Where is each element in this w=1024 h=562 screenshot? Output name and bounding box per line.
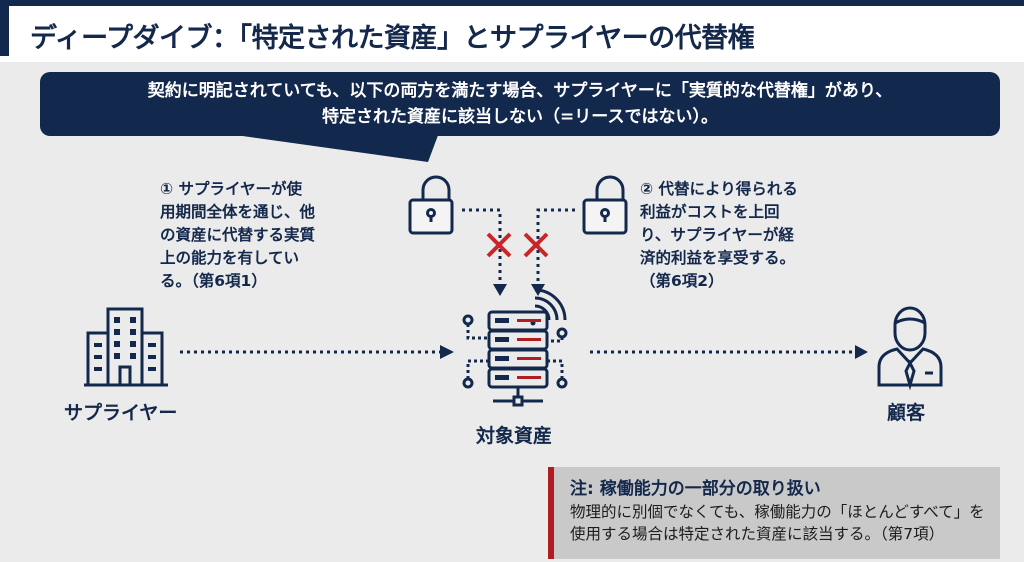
dotted-line-left-lock [462,208,502,285]
top-bar [0,0,1024,6]
callout-line-2: 特定された資産に該当しない（=リースではない）。 [322,107,718,127]
header: ディープダイブ：「特定された資産」とサプライヤーの代替権 [0,6,1024,62]
server-icon [462,288,568,407]
asset-label: 対象資産 [476,425,553,447]
lock-icon-right [582,175,628,235]
condition-2: ② 代替により得られる利益がコストを上回り、サプライヤーが経済的利益を享受する。… [640,180,798,290]
header-accent [0,6,9,56]
customer-person-icon [877,306,943,391]
condition-1: ① サプライヤーが使用期間全体を通じ、他の資産に代替する実質上の能力を有している… [160,180,316,290]
cross-icon-right [523,232,549,258]
arrowhead-left-lock [493,284,507,296]
arrowhead-to-customer [855,345,868,359]
supplier-label: サプライヤー [64,402,178,424]
cross-icon-left [486,232,512,258]
customer-label: 顧客 [887,402,926,424]
note-box: 注: 稼働能力の一部分の取り扱い 物理的に別個でなくても、稼働能力の「ほとんどす… [548,467,1000,559]
lock-icon-left [408,175,454,235]
dotted-line-right-lock [536,208,575,285]
arrowhead-to-asset [440,345,454,359]
callout-box: 契約に明記されていても、以下の両方を満たす場合、サプライヤーに「実質的な代替権」… [40,72,1000,136]
building-icon [84,307,168,387]
note-title: 注: 稼働能力の一部分の取り扱い [570,479,821,499]
page-title: ディープダイブ：「特定された資産」とサプライヤーの代替権 [30,23,755,54]
callout-line-1: 契約に明記されていても、以下の両方を満たす場合、サプライヤーに「実質的な代替権」… [147,81,893,101]
note-body: 物理的に別個でなくても、稼働能力の「ほとんどすべて」を使用する場合は特定された資… [570,503,985,543]
